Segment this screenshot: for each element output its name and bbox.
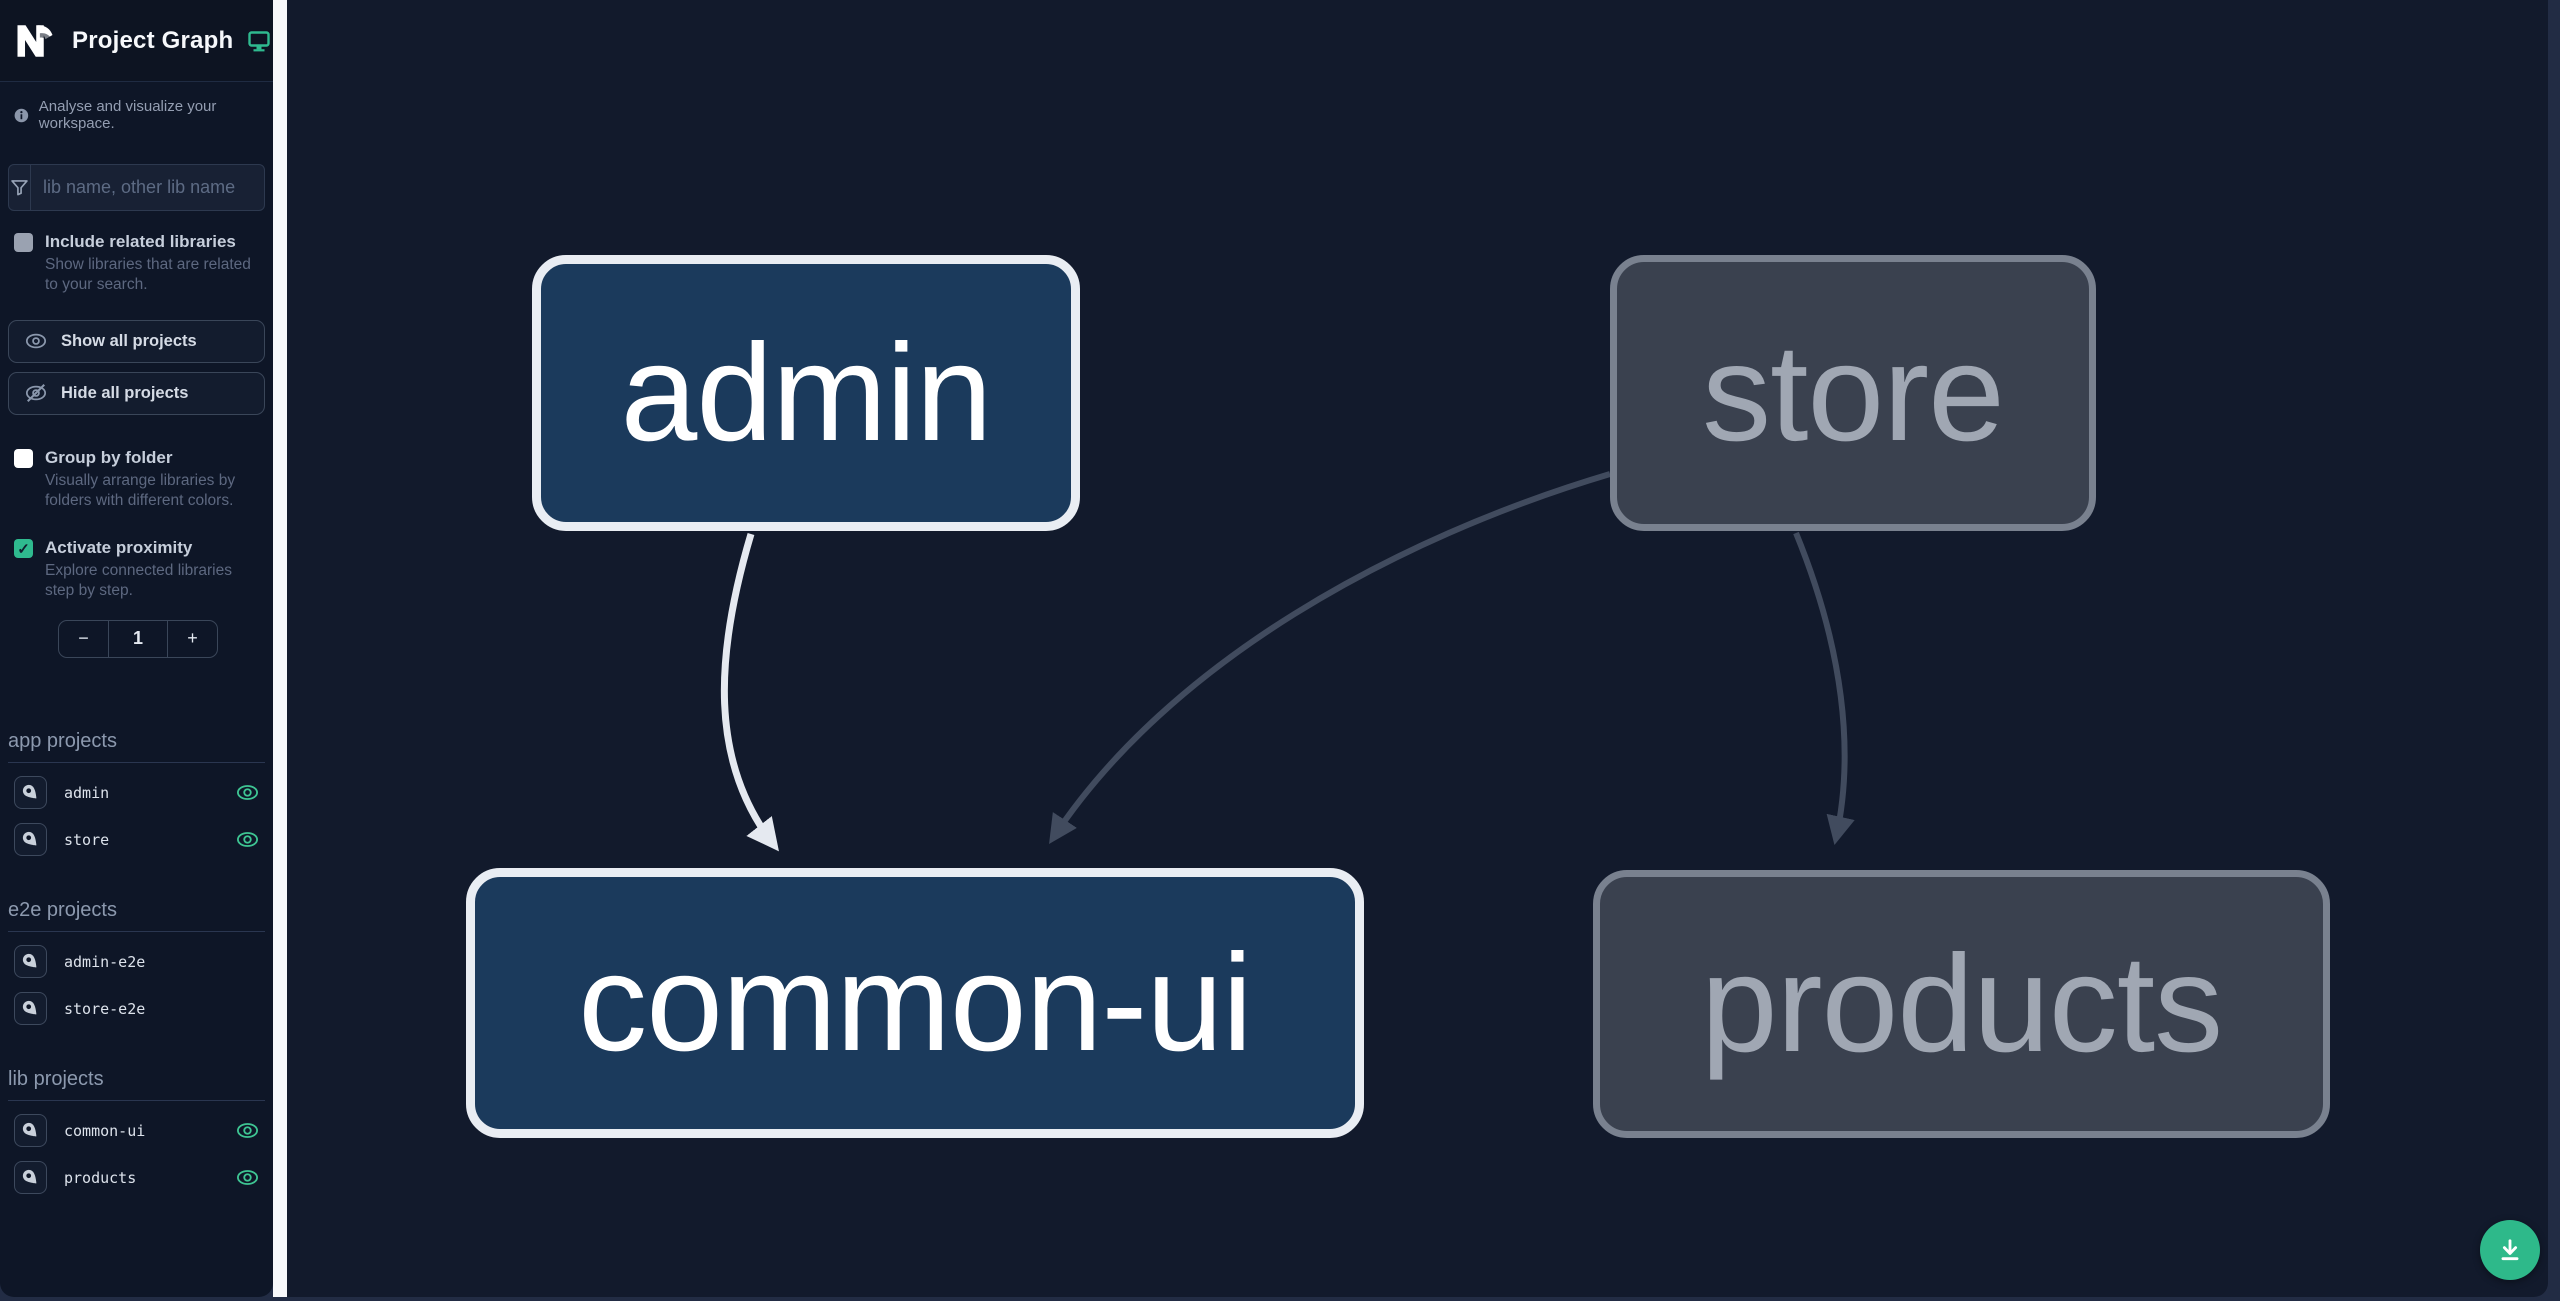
visibility-eye-icon[interactable]	[236, 781, 259, 804]
map-pin-icon	[22, 953, 37, 968]
section-title-e2e-projects: e2e projects	[8, 899, 265, 932]
node-label: store	[1702, 315, 2005, 470]
project-row-admin: admin	[0, 776, 273, 810]
graph-canvas[interactable]: admin store common-ui products	[287, 0, 2548, 1297]
node-label: products	[1700, 926, 2223, 1081]
proximity-increment-button[interactable]: +	[187, 628, 198, 649]
sidebar-header: Project Graph	[0, 0, 273, 82]
focus-project-button[interactable]	[14, 992, 47, 1026]
hide-all-projects-label: Hide all projects	[61, 383, 189, 402]
section-title-lib-projects: lib projects	[8, 1068, 265, 1101]
project-row-common-ui: common-ui	[0, 1114, 273, 1148]
download-graph-button[interactable]	[2480, 1220, 2540, 1280]
project-row-store-e2e: store-e2e	[0, 992, 273, 1026]
graph-node-admin[interactable]: admin	[532, 255, 1080, 531]
activate-proximity-label: Activate proximity	[45, 538, 193, 558]
group-by-folder-label: Group by folder	[45, 447, 173, 467]
focus-project-button[interactable]	[14, 1114, 47, 1148]
include-related-label: Include related libraries	[45, 232, 236, 251]
info-icon	[14, 108, 29, 122]
sidebar: Project Graph Analyse and visualize your…	[0, 0, 273, 1297]
focus-project-button[interactable]	[14, 945, 47, 979]
search-box	[8, 164, 265, 211]
proximity-stepper: − 1 +	[58, 619, 218, 658]
edge-admin-to-common-ui	[720, 533, 779, 852]
edge-store-to-common-ui	[1049, 471, 1611, 845]
group-by-folder-row: Group by folder Visually arrange librari…	[0, 447, 273, 512]
group-by-folder-checkbox[interactable]	[14, 448, 33, 468]
map-pin-icon	[22, 784, 37, 799]
workspace-tagline: Analyse and visualize your workspace.	[0, 82, 273, 132]
include-related-description: Show libraries that are related to your …	[45, 256, 251, 294]
show-all-projects-label: Show all projects	[61, 331, 197, 350]
edge-store-to-products	[1793, 531, 1855, 846]
map-pin-icon	[22, 1169, 37, 1184]
map-pin-icon	[22, 1000, 37, 1015]
project-row-store: store	[0, 823, 273, 857]
eye-icon	[25, 333, 47, 349]
section-title-app-projects: app projects	[8, 730, 265, 763]
app-title: Project Graph	[72, 26, 234, 54]
project-name[interactable]: products	[64, 1168, 137, 1187]
activate-proximity-checkbox[interactable]: ✓	[14, 539, 33, 559]
sidebar-resize-divider[interactable]	[273, 0, 287, 1297]
project-row-products: products	[0, 1161, 273, 1195]
include-related-checkbox[interactable]	[14, 233, 33, 252]
visibility-eye-icon[interactable]	[236, 1166, 259, 1189]
map-pin-icon	[22, 831, 37, 846]
download-icon	[2501, 1239, 2519, 1261]
tagline-text: Analyse and visualize your workspace.	[38, 98, 217, 132]
include-related-row: Include related libraries Show libraries…	[0, 231, 273, 296]
project-name[interactable]: common-ui	[64, 1121, 146, 1140]
filter-funnel-icon	[9, 165, 31, 210]
hide-all-projects-button[interactable]: Hide all projects	[8, 371, 265, 415]
project-name[interactable]: store-e2e	[64, 999, 146, 1018]
node-label: common-ui	[578, 925, 1253, 1080]
proximity-value: 1	[108, 620, 168, 657]
search-input[interactable]	[31, 165, 264, 210]
visibility-eye-icon[interactable]	[236, 1119, 259, 1142]
project-row-admin-e2e: admin-e2e	[0, 945, 273, 979]
project-name[interactable]: admin	[64, 783, 110, 802]
show-all-projects-button[interactable]: Show all projects	[8, 319, 265, 363]
map-pin-icon	[22, 1122, 37, 1137]
focus-project-button[interactable]	[14, 1161, 47, 1195]
graph-node-common-ui[interactable]: common-ui	[466, 868, 1364, 1138]
monitor-icon[interactable]	[247, 29, 271, 53]
visibility-eye-icon[interactable]	[236, 828, 259, 851]
eye-off-icon	[25, 384, 47, 402]
activate-proximity-row: ✓ Activate proximity Explore connected l…	[0, 537, 273, 602]
group-by-folder-description: Visually arrange libraries by folders wi…	[45, 471, 236, 509]
graph-node-products[interactable]: products	[1593, 870, 2330, 1138]
dependency-edges	[720, 471, 1855, 852]
focus-project-button[interactable]	[14, 823, 47, 857]
graph-node-store[interactable]: store	[1610, 255, 2096, 531]
project-name[interactable]: store	[64, 830, 110, 849]
node-label: admin	[620, 315, 993, 470]
project-name[interactable]: admin-e2e	[64, 952, 146, 971]
activate-proximity-description: Explore connected libraries step by step…	[45, 562, 232, 600]
focus-project-button[interactable]	[14, 776, 47, 810]
nx-logo	[17, 24, 53, 57]
proximity-decrement-button[interactable]: −	[78, 628, 89, 649]
